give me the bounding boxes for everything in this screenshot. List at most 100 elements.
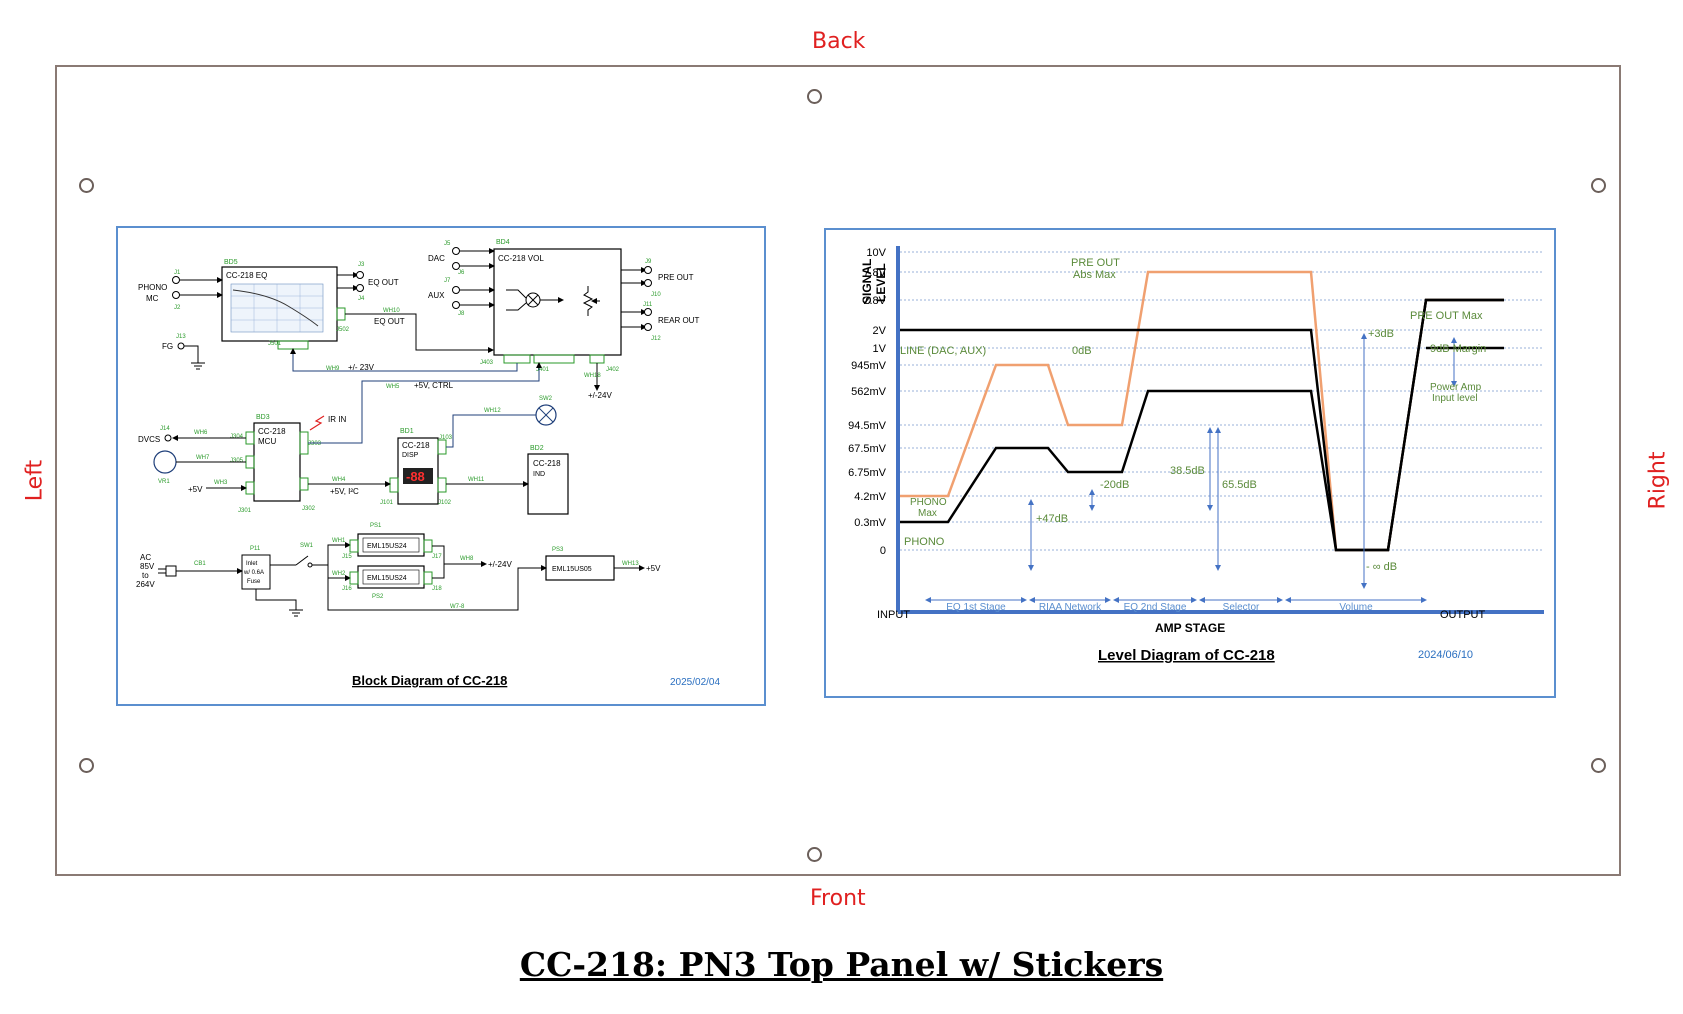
top-panel-outline bbox=[55, 65, 1621, 876]
block-diagram: BD5 CC-218 EQ PHONO MC J1 J2 J3 J4 EQ OU… bbox=[136, 239, 720, 688]
phono-label: PHONO bbox=[904, 536, 945, 548]
vol-board bbox=[493, 248, 622, 356]
inlet-label-1: Inlet bbox=[246, 561, 258, 567]
sw1-switch-icon bbox=[295, 555, 309, 566]
ref-j7: J7 bbox=[444, 278, 451, 284]
level-tick-labels: 10V7.8V2.8V2V1V945mV562mV94.5mV67.5mV6.7… bbox=[848, 247, 887, 557]
mounting-hole bbox=[1591, 178, 1606, 193]
mounting-hole bbox=[807, 89, 822, 104]
p5v-i2c-label: +5V, I²C bbox=[330, 487, 359, 496]
gain-3db-label: +3dB bbox=[1368, 328, 1394, 340]
ref-wh8: WH8 bbox=[460, 556, 474, 562]
stage-label: Selector bbox=[1223, 602, 1260, 613]
ps2-label: EML15US24 bbox=[367, 575, 407, 582]
ref-wh13: WH13 bbox=[622, 561, 639, 567]
j304-connector bbox=[245, 431, 255, 445]
ref-j18: J18 bbox=[432, 586, 442, 592]
j6-jack-icon bbox=[452, 262, 460, 270]
ref-j1: J1 bbox=[174, 270, 181, 276]
pre-out-abs-max-label-1: PRE OUT bbox=[1071, 257, 1120, 269]
phono-max-label-1: PHONO bbox=[910, 497, 947, 508]
pm24v-label-b: +/-24V bbox=[488, 560, 512, 569]
level-tick-label: 94.5mV bbox=[848, 420, 887, 432]
stage-label: RIAA Network bbox=[1039, 602, 1102, 613]
disp-board-label-1: CC-218 bbox=[402, 441, 430, 450]
j9-jack-icon bbox=[644, 266, 652, 274]
ref-j102: J102 bbox=[438, 500, 452, 506]
ref-cb1: CB1 bbox=[194, 561, 206, 567]
j101-connector bbox=[389, 477, 399, 493]
j401-connector bbox=[533, 354, 575, 364]
mcu-board-label-2: MCU bbox=[258, 437, 276, 446]
disp-board bbox=[397, 437, 439, 505]
phono-max-label-2: Max bbox=[918, 508, 937, 519]
fg-terminal-icon bbox=[177, 342, 185, 350]
dvcs-label: DVCS bbox=[138, 435, 160, 444]
ref-sw2: SW2 bbox=[539, 396, 553, 402]
j303-connector bbox=[299, 431, 309, 455]
ref-bd4: BD4 bbox=[496, 239, 510, 246]
j501-connector bbox=[277, 340, 309, 350]
ref-j501: J501 bbox=[268, 341, 282, 347]
ref-j8: J8 bbox=[458, 311, 465, 317]
j4-jack-icon bbox=[356, 284, 364, 292]
pre-out-abs-max-label-2: Abs Max bbox=[1073, 269, 1116, 281]
j403-connector bbox=[503, 354, 531, 364]
power-amp-label-1: Power Amp bbox=[1430, 382, 1482, 393]
ref-j6: J6 bbox=[458, 270, 465, 276]
ref-wh10: WH10 bbox=[383, 308, 400, 314]
j103-connector bbox=[437, 439, 447, 455]
level-diagram: SIGNAL LEVEL 10V7.8V2.8V2V1V945mV562mV94… bbox=[848, 246, 1544, 664]
j301-connector bbox=[245, 481, 255, 495]
stage-label: EQ 1st Stage bbox=[946, 602, 1006, 613]
power-amp-label-2: Input level bbox=[1432, 393, 1478, 404]
stage-label: EQ 2nd Stage bbox=[1124, 602, 1187, 613]
ac-label-4: 264V bbox=[136, 580, 155, 589]
ref-j17: J17 bbox=[432, 554, 442, 560]
level-tick-label: 10V bbox=[866, 247, 886, 259]
ref-j9: J9 bbox=[645, 259, 652, 265]
j302-connector bbox=[299, 477, 309, 491]
level-tick-label: 1V bbox=[873, 343, 887, 355]
j305-connector bbox=[245, 455, 255, 469]
pm23v-label: +/- 23V bbox=[348, 363, 375, 372]
margin-9db-label: 9dB Margin bbox=[1430, 343, 1486, 355]
ref-j5: J5 bbox=[444, 241, 451, 247]
inlet-label-2: w/ 0.6A bbox=[243, 570, 264, 576]
ref-j303: J303 bbox=[308, 441, 322, 447]
mcu-board-label-1: CC-218 bbox=[258, 427, 286, 436]
ref-wh3: WH3 bbox=[214, 480, 228, 486]
left-label: Left bbox=[22, 459, 48, 502]
ground-icon bbox=[191, 362, 205, 370]
level-ylabel-2: LEVEL bbox=[874, 263, 888, 302]
ref-wh1: WH1 bbox=[332, 538, 346, 544]
j7-jack-icon bbox=[452, 286, 460, 294]
block-diagram-sticker: BD5 CC-218 EQ PHONO MC J1 J2 J3 J4 EQ OU… bbox=[116, 226, 766, 706]
vr1-knob-icon bbox=[153, 450, 177, 474]
ref-j3: J3 bbox=[358, 262, 365, 268]
ref-j14: J14 bbox=[160, 426, 170, 432]
ref-wh2: WH2 bbox=[332, 571, 346, 577]
ref-j301: J301 bbox=[238, 508, 252, 514]
ref-j101: J101 bbox=[380, 500, 394, 506]
ac-label-3: to bbox=[142, 571, 149, 580]
mounting-hole bbox=[1591, 758, 1606, 773]
level-tick-label: 4.2mV bbox=[854, 491, 886, 503]
stage-label: Volume bbox=[1339, 602, 1373, 613]
eq-out-label-2: EQ OUT bbox=[374, 317, 405, 326]
ref-w78: W7-8 bbox=[450, 604, 465, 610]
ps1-label: EML15US24 bbox=[367, 543, 407, 550]
chassis-ground-icon bbox=[289, 609, 303, 617]
ref-j2: J2 bbox=[174, 305, 181, 311]
output-label: OUTPUT bbox=[1440, 609, 1486, 621]
ref-j401: J401 bbox=[536, 367, 550, 373]
ref-vr1: VR1 bbox=[158, 479, 170, 485]
pre-out-max-label: PRE OUT Max bbox=[1410, 310, 1483, 322]
fg-label: FG bbox=[162, 342, 173, 351]
ref-j502: J502 bbox=[336, 327, 350, 333]
ref-j304: J304 bbox=[230, 434, 244, 440]
vol-board-label: CC-218 VOL bbox=[498, 254, 544, 263]
level-diagram-caption: Level Diagram of CC-218 bbox=[1098, 647, 1275, 664]
level-tick-label: 2.8V bbox=[863, 295, 886, 307]
level-tick-label: 2V bbox=[873, 325, 887, 337]
